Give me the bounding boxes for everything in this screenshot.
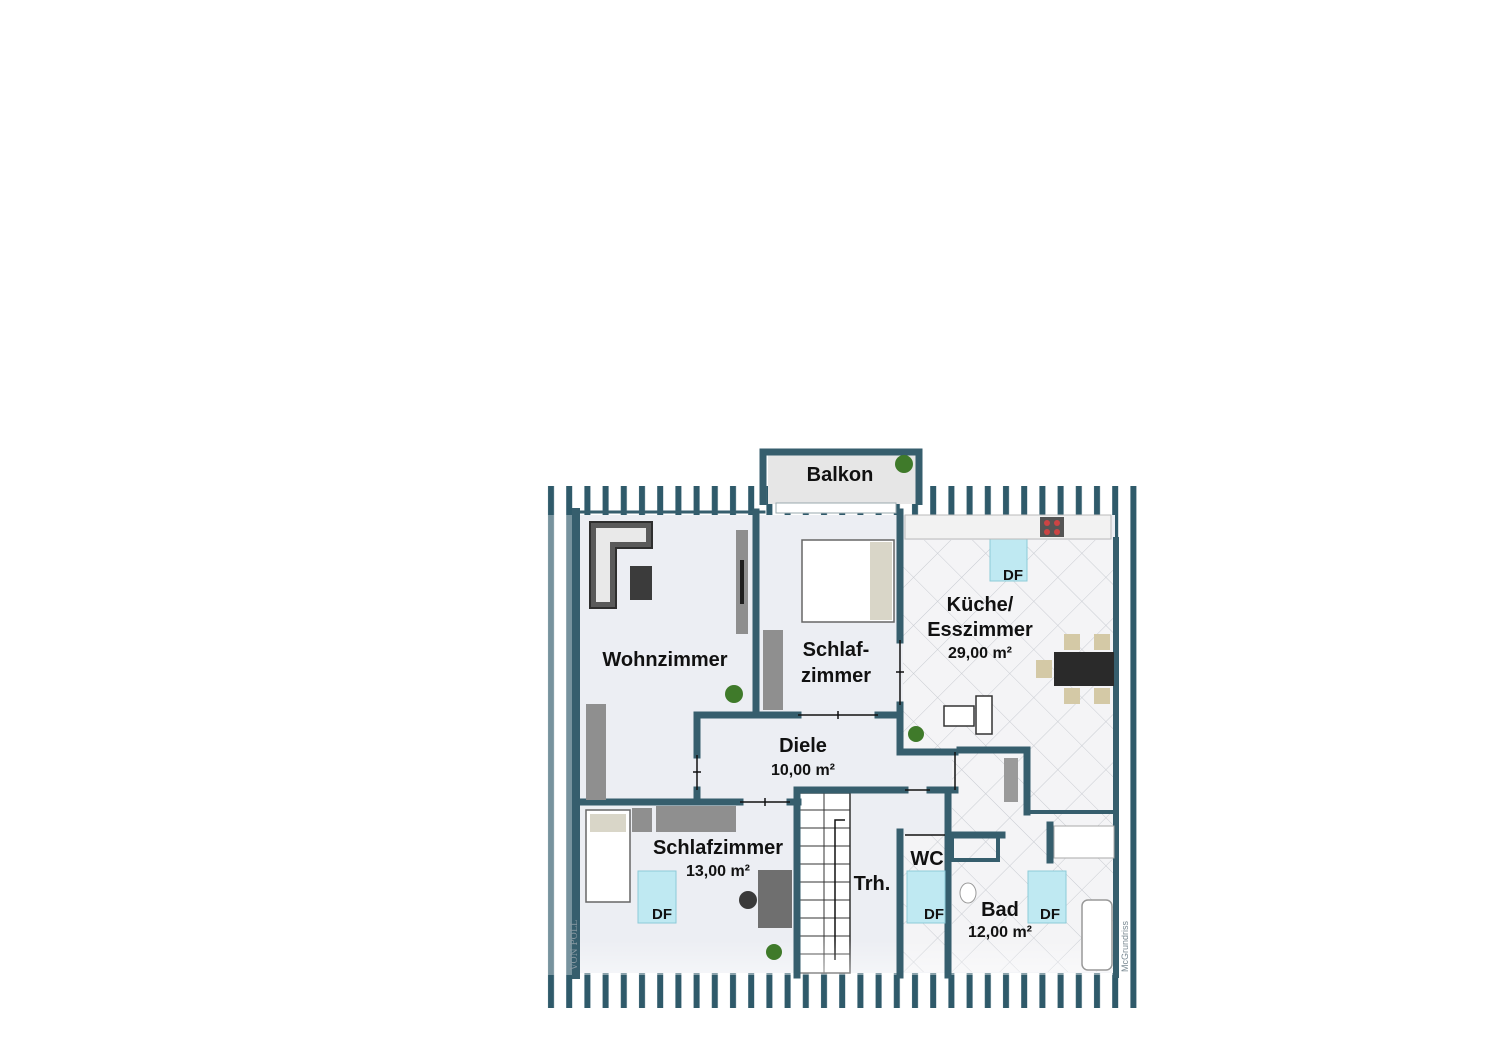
roof-fade-left bbox=[544, 515, 574, 975]
chair bbox=[1094, 688, 1110, 704]
cabinet-bad bbox=[1004, 758, 1018, 802]
plants bbox=[725, 455, 924, 960]
balcony-floor bbox=[768, 452, 918, 504]
label-schlafzimmer-top-1: Schlaf- bbox=[803, 639, 870, 661]
label-df-schlafzimmer: DF bbox=[652, 906, 672, 923]
kitchen-tile-floor bbox=[903, 540, 1113, 810]
bottom-fade bbox=[580, 940, 1115, 975]
label-kueche-2: Esszimmer bbox=[927, 619, 1033, 641]
skylight-schlafzimmer bbox=[637, 870, 677, 924]
stove bbox=[1040, 517, 1064, 537]
plant-icon bbox=[766, 944, 782, 960]
label-wc: WC bbox=[910, 848, 943, 870]
label-bad-area: 12,00 m² bbox=[968, 924, 1032, 941]
dining-table bbox=[1054, 652, 1114, 686]
door-markers bbox=[693, 640, 956, 836]
desk-chair bbox=[739, 891, 757, 909]
label-diele: Diele bbox=[779, 735, 827, 757]
plant-icon bbox=[908, 726, 924, 742]
label-bad: Bad bbox=[981, 899, 1019, 921]
label-df-wc: DF bbox=[924, 906, 944, 923]
wardrobe-schlafzimmer bbox=[656, 806, 736, 832]
wardrobe-schlaf bbox=[763, 630, 783, 710]
chair bbox=[1036, 660, 1052, 678]
chair bbox=[1094, 634, 1110, 650]
label-diele-area: 10,00 m² bbox=[771, 762, 835, 779]
label-df-kitchen: DF bbox=[1003, 567, 1023, 584]
label-balkon: Balkon bbox=[807, 464, 874, 486]
cabinet-wohn bbox=[586, 704, 606, 800]
watermark: VON POLL bbox=[570, 920, 580, 971]
bath-tile-floor bbox=[952, 752, 1113, 972]
coffee-table bbox=[630, 566, 652, 600]
desk bbox=[758, 870, 792, 928]
label-df-bad: DF bbox=[1040, 906, 1060, 923]
plant-icon bbox=[725, 685, 743, 703]
label-schlafzimmer: Schlafzimmer bbox=[653, 837, 783, 859]
chair bbox=[1064, 688, 1080, 704]
label-schlafzimmer-top-2: zimmer bbox=[801, 665, 871, 687]
furniture bbox=[585, 514, 1115, 971]
label-kueche-area: 29,00 m² bbox=[948, 645, 1012, 662]
skylights bbox=[637, 530, 1067, 924]
skylight-wc bbox=[906, 870, 946, 924]
label-treppenhaus: Trh. bbox=[854, 873, 891, 895]
chair bbox=[1064, 634, 1080, 650]
walls bbox=[572, 508, 1119, 979]
balcony-wall bbox=[759, 448, 923, 505]
toilet bbox=[959, 882, 977, 904]
label-schlafzimmer-area: 13,00 m² bbox=[686, 863, 750, 880]
balcony-door bbox=[775, 502, 897, 514]
bathtub bbox=[1081, 899, 1113, 971]
label-wohnzimmer: Wohnzimmer bbox=[602, 649, 727, 671]
label-kueche-1: Küche/ bbox=[947, 594, 1014, 616]
shower bbox=[1053, 825, 1115, 859]
kitchen-chair bbox=[943, 705, 975, 727]
skylight-bad bbox=[1027, 870, 1067, 924]
plant-icon bbox=[895, 455, 913, 473]
stair-arrow bbox=[834, 819, 845, 960]
brand-label: McGrundriss bbox=[1120, 920, 1130, 972]
kitchen-counter bbox=[904, 514, 1112, 540]
